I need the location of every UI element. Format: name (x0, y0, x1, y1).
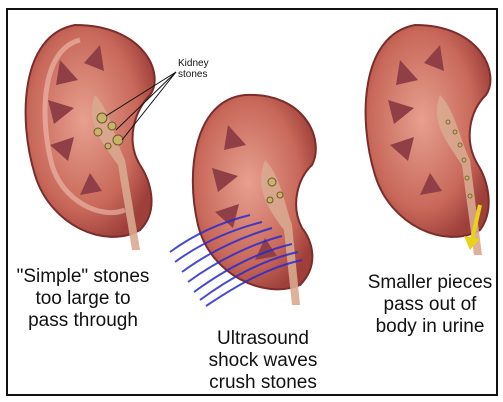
kidney-1 (26, 25, 155, 250)
step-2-caption: Ultrasound shock waves crush stones (198, 328, 328, 394)
kidney-3 (366, 25, 491, 255)
kidney-2 (170, 95, 316, 306)
step-1-caption: "Simple" stones too large to pass throug… (8, 266, 158, 332)
kidney-stones-label: Kidney stones (178, 58, 209, 80)
step-3-caption: Smaller pieces pass out of body in urine (360, 272, 500, 338)
